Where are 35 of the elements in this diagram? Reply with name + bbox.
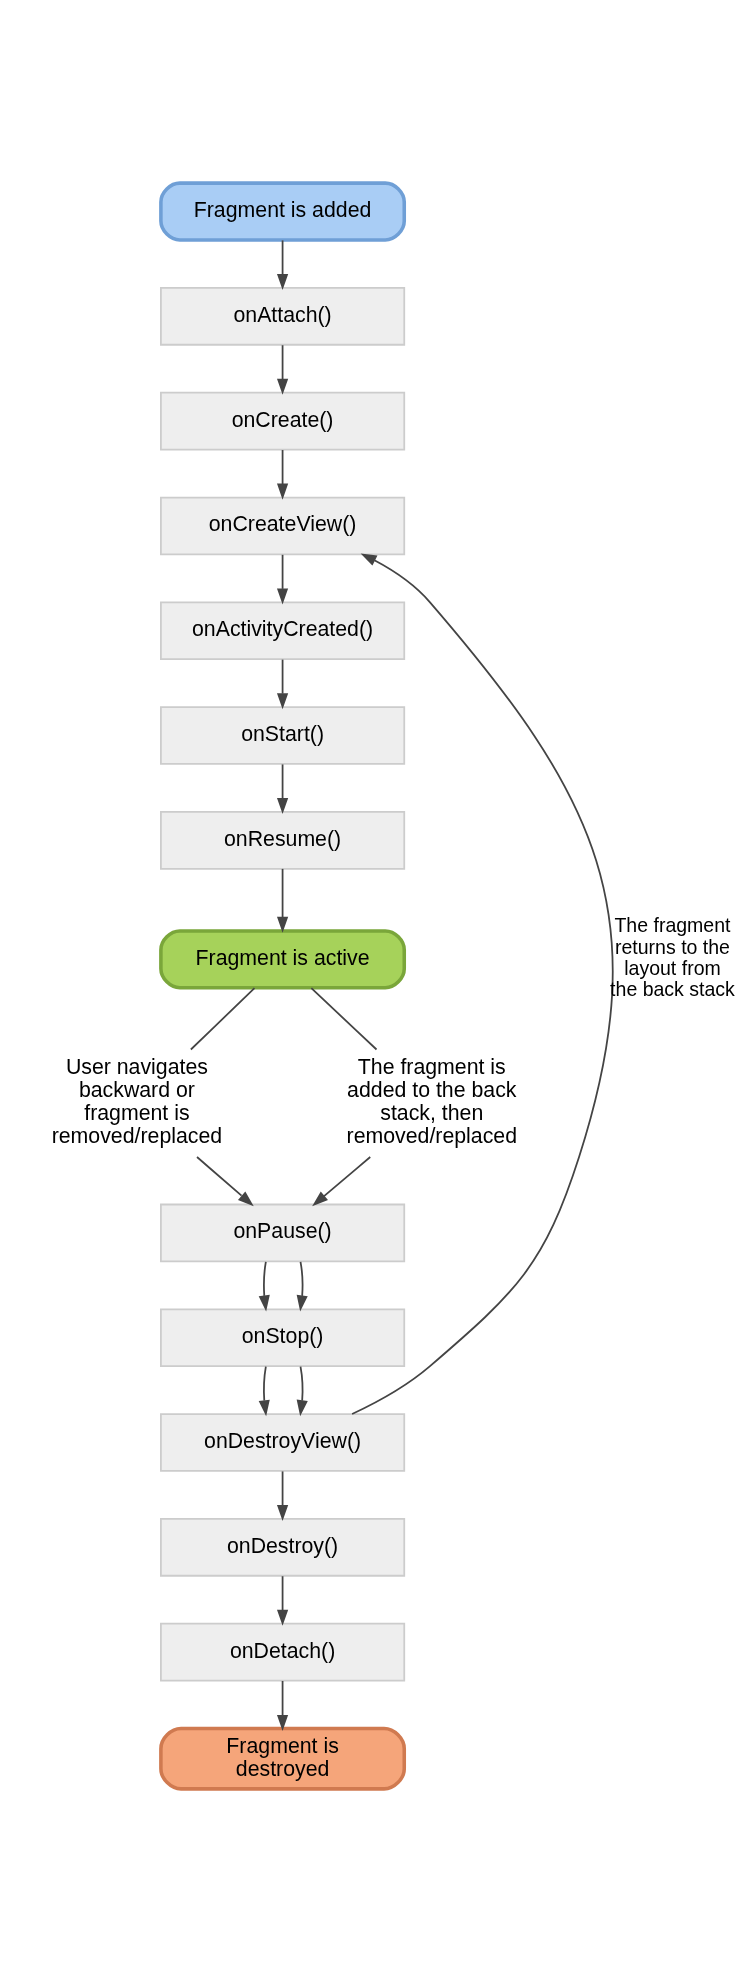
arrow <box>196 1155 254 1206</box>
node-text: User navigates backward or fragment is removed/replaced <box>51 1054 223 1148</box>
node-box: onPause() <box>160 1203 406 1262</box>
arrow <box>276 343 289 395</box>
arrow <box>276 658 289 709</box>
node-box: Fragment is destroyed <box>159 1726 407 1791</box>
arrow <box>276 448 289 500</box>
node-box: onStart() <box>160 705 406 765</box>
arrow <box>258 1365 270 1416</box>
node-box: onStop() <box>160 1307 406 1367</box>
node-box: Fragment is added <box>159 180 407 242</box>
node-text: The fragment is added to the back stack, then removed/replaced <box>346 1054 518 1148</box>
node-box: onActivityCreated() <box>160 600 406 660</box>
arrow <box>312 1155 372 1206</box>
connector <box>189 986 256 1050</box>
arrow <box>276 867 289 933</box>
node-box: onDetach() <box>160 1622 406 1681</box>
arrow <box>351 552 613 1415</box>
arrow <box>276 239 289 290</box>
connector <box>310 986 378 1050</box>
node-box: onDestroyView() <box>160 1412 406 1472</box>
arrow <box>296 1365 308 1416</box>
node-box: Fragment is active <box>159 928 407 990</box>
arrow <box>258 1260 270 1311</box>
arrow <box>276 763 289 814</box>
arrow <box>276 1470 289 1521</box>
node-box: onCreate() <box>160 391 406 450</box>
node-box: onAttach() <box>160 286 406 346</box>
arrow <box>276 1679 289 1731</box>
arrow <box>276 1574 289 1626</box>
node-box: onCreateView() <box>160 496 406 555</box>
node-box: onDestroy() <box>160 1517 406 1577</box>
arrow <box>296 1260 308 1311</box>
arrow <box>276 553 289 604</box>
node-box: onResume() <box>160 810 406 870</box>
